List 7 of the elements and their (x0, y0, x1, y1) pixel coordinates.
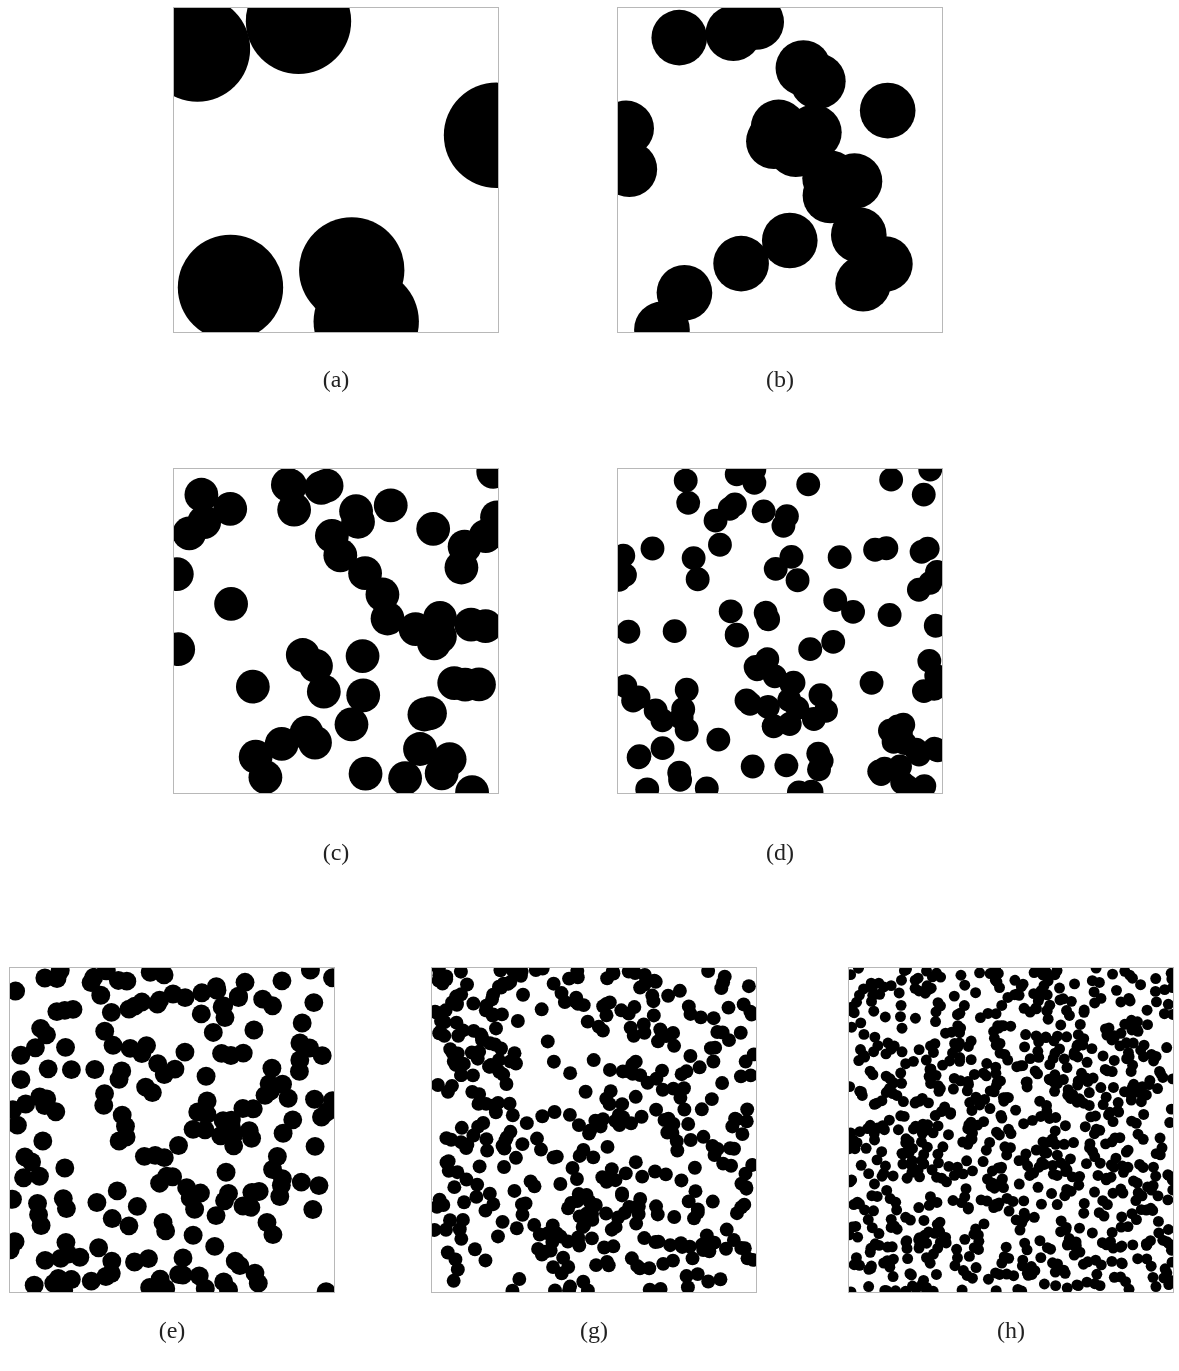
panel-label: (h) (997, 1317, 1025, 1344)
panel-label: (b) (766, 366, 794, 393)
panel-label: (a) (322, 366, 350, 393)
panel-label: (c) (322, 839, 350, 866)
panel-label: (g) (580, 1317, 608, 1344)
panel-label: (e) (158, 1317, 186, 1344)
panel-label: (d) (766, 839, 794, 866)
